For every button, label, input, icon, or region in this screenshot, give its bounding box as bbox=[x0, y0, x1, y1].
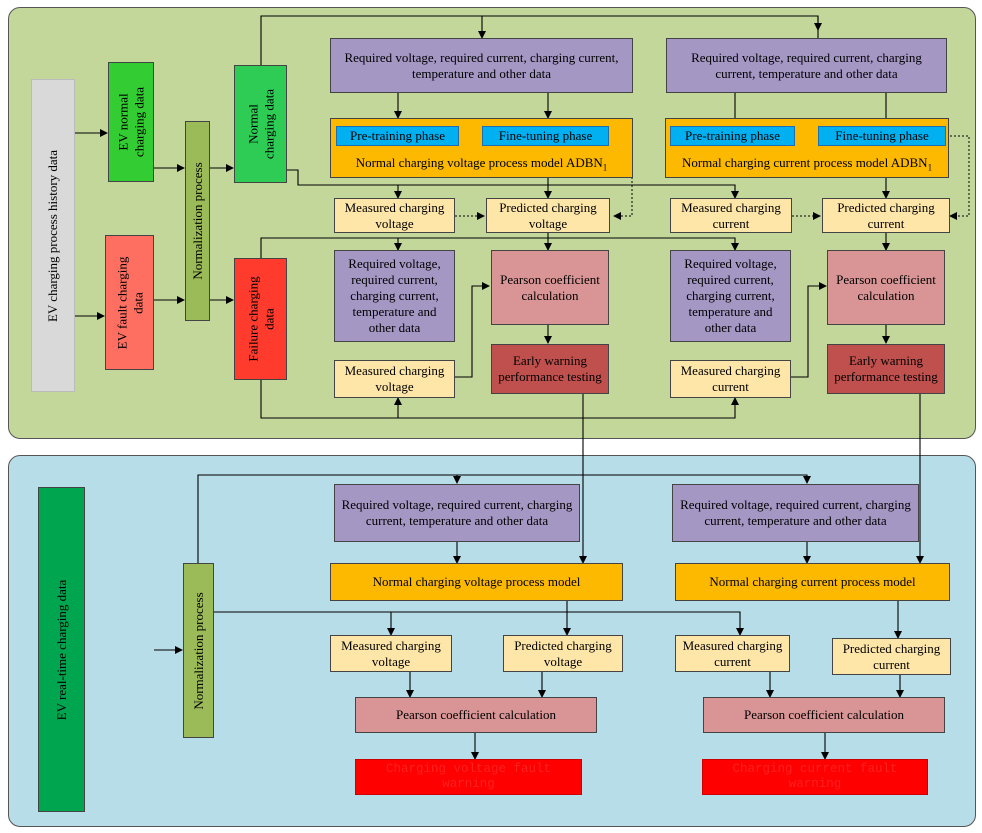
bottom-current-pearson-box: Pearson coefficient calculation bbox=[703, 697, 945, 733]
history-data-box: EV charging process history data bbox=[31, 79, 75, 392]
current-predicted-box: Predicted charging current bbox=[822, 198, 950, 233]
failure-charging-box: Failure charging data bbox=[234, 258, 287, 380]
normalization-box: Normalization process bbox=[185, 121, 210, 321]
current-fault-inputs-box: Required voltage, required current, char… bbox=[670, 250, 791, 342]
voltage-measured2-box: Measured charging voltage bbox=[334, 360, 455, 398]
fault-data-box: EV fault charging data bbox=[105, 235, 154, 370]
current-fault-warning-box: Charging current fault warning bbox=[702, 759, 928, 795]
voltage-fault-inputs-box: Required voltage, required current, char… bbox=[334, 250, 455, 342]
current-adbn-label: Normal charging current process model AD… bbox=[681, 155, 933, 173]
voltage-inputs-box: Required voltage, required current, char… bbox=[330, 38, 633, 93]
current-pearson-box: Pearson coefficient calculation bbox=[827, 250, 945, 325]
bottom-voltage-predicted-box: Predicted charging voltage bbox=[503, 635, 623, 672]
realtime-data-box: EV real-time charging data bbox=[38, 487, 85, 812]
bottom-normalization-box: Normalization process bbox=[183, 563, 214, 738]
voltage-pretraining-box: Pre-training phase bbox=[336, 126, 459, 146]
voltage-early-warning-box: Early warning performance testing bbox=[491, 344, 609, 394]
bottom-voltage-measured-box: Measured charging voltage bbox=[330, 635, 452, 672]
current-measured-box: Measured charging current bbox=[670, 198, 792, 233]
voltage-finetuning-box: Fine-tuning phase bbox=[482, 126, 609, 146]
voltage-predicted-box: Predicted charging voltage bbox=[486, 198, 610, 233]
voltage-measured-box: Measured charging voltage bbox=[334, 198, 455, 233]
failure-charging-label: Failure charging data bbox=[244, 276, 276, 362]
current-finetuning-box: Fine-tuning phase bbox=[818, 126, 946, 146]
normal-charging-box: Normal charging data bbox=[234, 65, 287, 183]
bottom-current-inputs-box: Required voltage, required current, char… bbox=[672, 484, 919, 542]
voltage-fault-warning-box: Charging voltage fault warning bbox=[355, 759, 582, 795]
history-data-label: EV charging process history data bbox=[45, 149, 61, 322]
bottom-current-predicted-box: Predicted charging current bbox=[832, 638, 951, 675]
current-measured2-box: Measured charging current bbox=[670, 360, 791, 398]
bottom-current-measured-box: Measured charging current bbox=[675, 635, 790, 672]
normalization-label: Normalization process bbox=[189, 162, 205, 280]
bottom-current-model-box: Normal charging current process model bbox=[675, 563, 950, 601]
voltage-pearson-box: Pearson coefficient calculation bbox=[491, 250, 609, 325]
bottom-voltage-pearson-box: Pearson coefficient calculation bbox=[355, 697, 597, 733]
current-inputs-box: Required voltage, required current, char… bbox=[666, 38, 947, 93]
bottom-voltage-inputs-box: Required voltage, required current, char… bbox=[334, 484, 580, 542]
current-early-warning-box: Early warning performance testing bbox=[827, 344, 945, 394]
bottom-normalization-label: Normalization process bbox=[190, 591, 206, 710]
bottom-voltage-model-box: Normal charging voltage process model bbox=[330, 563, 623, 601]
normal-data-box: EV normal charging data bbox=[108, 62, 154, 182]
normal-data-label: EV normal charging data bbox=[115, 86, 146, 158]
fault-data-label: EV fault charging data bbox=[113, 256, 145, 349]
normal-charging-label: Normal charging data bbox=[244, 88, 276, 160]
current-pretraining-box: Pre-training phase bbox=[670, 126, 795, 146]
voltage-adbn-label: Normal charging voltage process model AD… bbox=[355, 155, 608, 173]
realtime-data-label: EV real-time charging data bbox=[53, 579, 69, 720]
